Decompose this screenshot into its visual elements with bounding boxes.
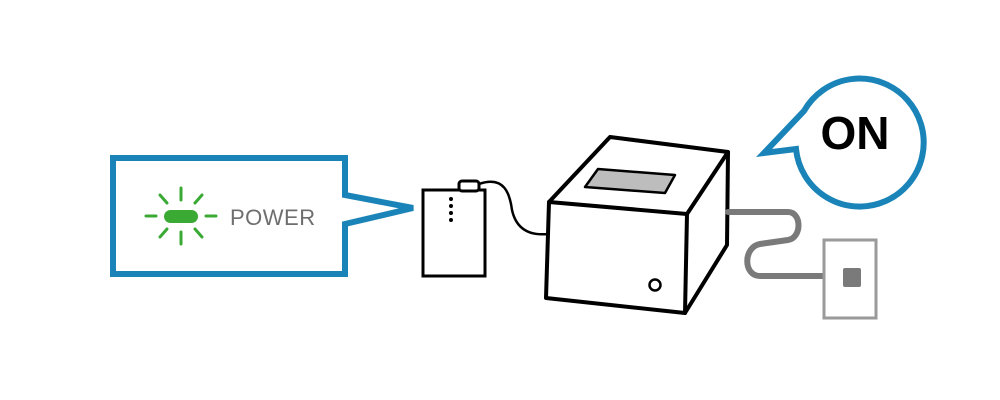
adapter-connector [457,179,481,193]
on-label: ON [821,107,890,159]
wireless-adapter [421,179,487,278]
on-bubble-outline [756,75,927,210]
adapter-body [421,188,487,278]
power-cable [725,209,848,279]
adapter-cable [478,180,549,236]
printer-paper-slot [583,167,677,195]
power-callout: POWER [110,155,414,277]
printer-top-edge [547,200,689,216]
printer [544,135,730,315]
printer-body [544,135,730,315]
printer-side-edge [685,150,730,216]
printer-front-edge [683,212,689,315]
wall-outlet [822,238,878,320]
power-label: POWER [230,205,316,230]
printer-power-button [648,278,662,292]
power-callout-border [110,155,414,277]
on-bubble: ON [756,75,927,210]
outlet-plug [843,268,861,287]
adapter-status-dots [449,197,453,222]
power-led-icon [144,186,218,246]
